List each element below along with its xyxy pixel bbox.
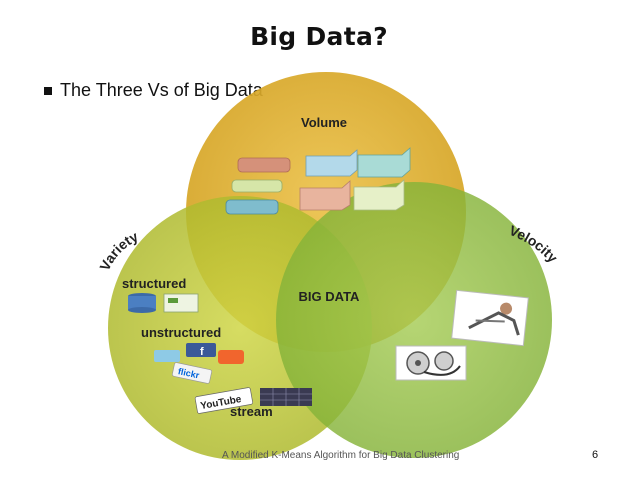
structured-data-icon [128,293,199,313]
stream-label: stream [230,404,273,419]
flickr-icon [171,362,213,384]
square-bullet-icon [44,86,52,95]
velocity-circle [276,182,552,458]
facebook-icon [186,343,216,357]
runner-photo-icon [451,289,529,347]
slide-footer: A Modified K-Means Algorithm for Big Dat… [222,450,460,461]
unstructured-label: unstructured [141,325,221,340]
structured-label: structured [122,276,186,291]
twitter-icon [154,350,180,362]
youtube-icon: YouTube [194,387,253,414]
rss-icon [218,350,244,364]
stream-grid-icon [260,388,312,406]
bullet-item: The Three Vs of Big Data [44,80,263,101]
big-data-center-label: BIG DATA [299,289,361,304]
page-number: 6 [592,449,599,461]
svg-text:f: f [200,346,204,358]
database-shapes-icon [225,147,411,215]
volume-label: Volume [301,115,347,130]
slide-title: Big Data? [250,22,388,51]
svg-text:flickr: flickr [177,366,201,380]
social-media-icons: f flickr [154,343,244,384]
film-reel-icon [395,345,467,381]
bullet-text: The Three Vs of Big Data [60,80,263,100]
